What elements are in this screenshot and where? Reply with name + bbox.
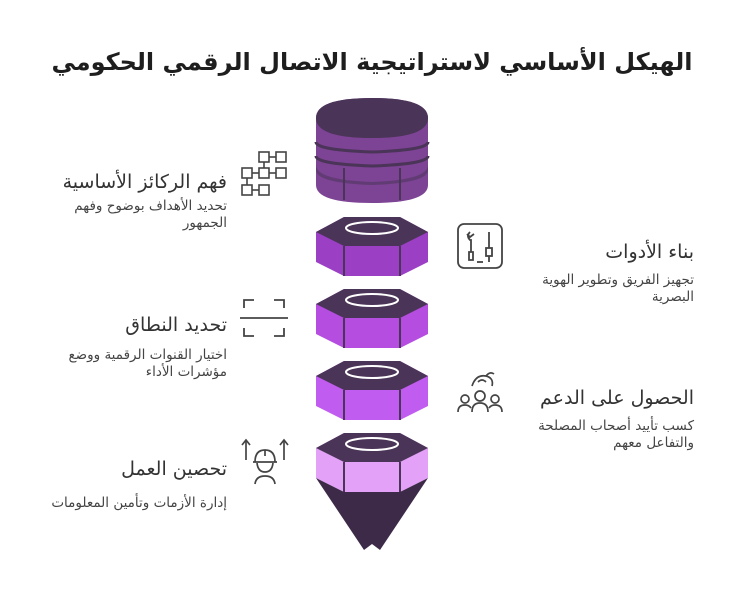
stack-segment-4 [316,361,428,420]
page-title: الهيكل الأساسي لاستراتيجية الاتصال الرقم… [51,48,693,76]
item-description: تجهيز الفريق وتطوير الهوية البصرية [542,272,694,305]
stack-segment-5 [316,433,428,550]
scope-frame-icon [240,296,288,344]
item-build-tools: بناء الأدوات تجهيز الفريق وتطوير الهوية … [520,240,694,306]
item-understand-pillars: فهم الركائز الأساسية تحديد الأهداف بوضوح… [40,170,227,232]
item-heading: فهم الركائز الأساسية [62,171,227,193]
support-people-icon [456,368,504,420]
item-description: إدارة الأزمات وتأمين المعلومات [51,495,227,511]
item-fortify-work: تحصين العمل إدارة الأزمات وتأمين المعلوم… [20,457,227,512]
hierarchy-icon [240,150,290,202]
stack-segment-2 [316,217,428,276]
worker-helmet-icon [240,436,290,490]
item-heading: بناء الأدوات [605,241,694,263]
stack-segment-3 [316,289,428,348]
item-heading: تحديد النطاق [125,314,227,336]
item-description: كسب تأييد أصحاب المصلحة والتفاعل معهم [538,418,694,451]
item-get-support: الحصول على الدعم كسب تأييد أصحاب المصلحة… [520,386,694,452]
item-description: تحديد الأهداف بوضوح وفهم الجمهور [74,198,227,231]
item-define-scope: تحديد النطاق اختيار القنوات الرقمية ووضع… [40,313,227,381]
stack-segment-1 [314,98,430,203]
item-heading: الحصول على الدعم [540,387,694,409]
item-heading: تحصين العمل [121,458,227,480]
pencil-tip [316,478,428,550]
tools-icon [456,222,504,274]
item-description: اختيار القنوات الرقمية ووضع مؤشرات الأدا… [68,347,227,380]
